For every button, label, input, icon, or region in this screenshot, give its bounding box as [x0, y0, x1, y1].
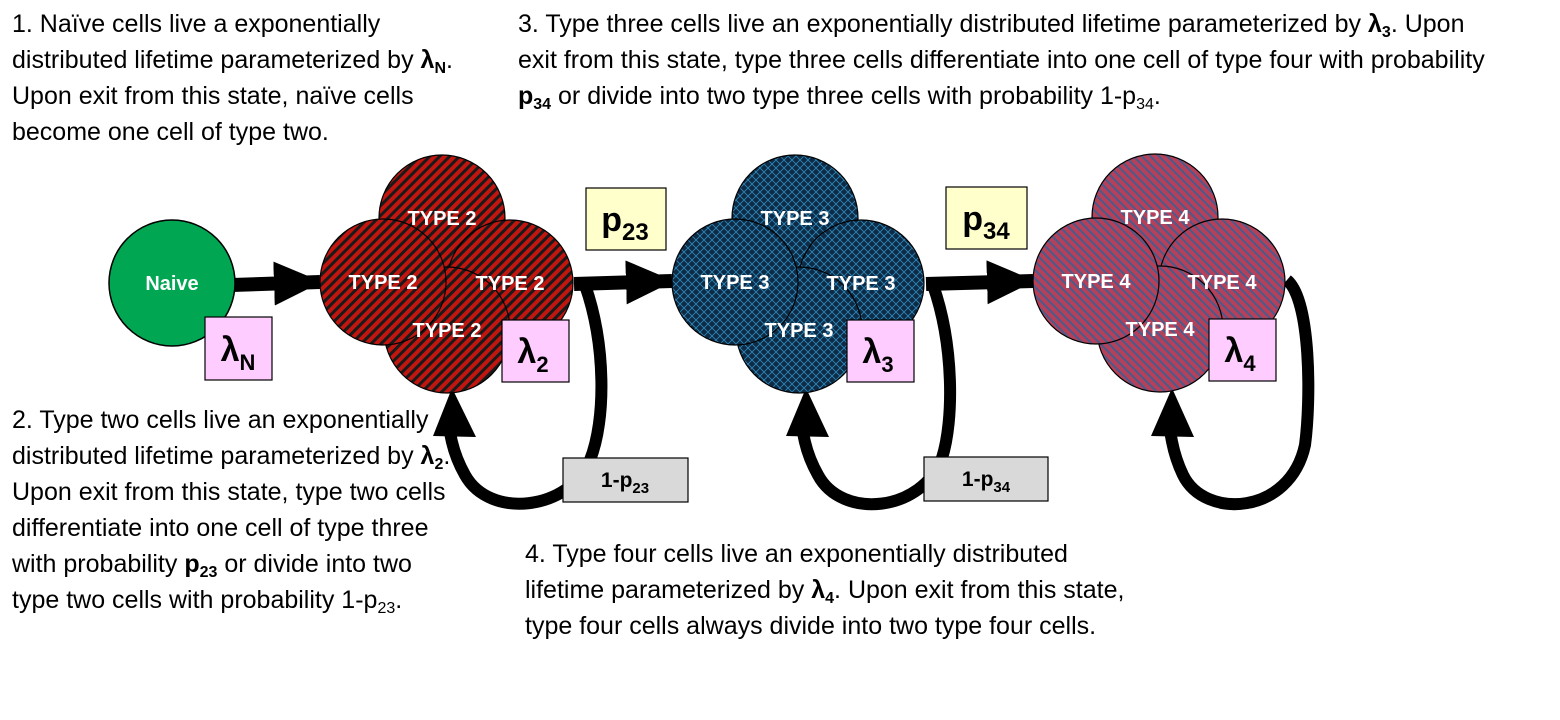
loop-arrowhead-type2 [433, 388, 476, 437]
type4-label-bottom: TYPE 4 [1126, 319, 1196, 341]
type2-label-top: TYPE 2 [408, 208, 477, 230]
type4-cluster: TYPE 4 TYPE 4 TYPE 4 TYPE 4 [1032, 153, 1286, 393]
loop-box-1-p23: 1-p23 [562, 457, 689, 503]
prob-box-p23: p23 [585, 187, 667, 251]
lambda-4-symbol: λ4 [811, 576, 835, 607]
note-1-naive: 1. Naïve cells live a exponentially dist… [12, 10, 453, 146]
svg-text:λ3: λ3 [862, 333, 893, 377]
svg-text:p34: p34 [962, 200, 1010, 245]
lambda-n-symbol: λN [420, 46, 446, 77]
rate-box-lambda-4: λ4 [1208, 318, 1277, 382]
loop-type3 [786, 283, 957, 511]
loop-arrowhead-type3 [786, 388, 829, 437]
type4-label-right: TYPE 4 [1188, 272, 1258, 294]
type2-label-bottom: TYPE 2 [413, 320, 482, 342]
arrow-type3-to-type4 [925, 260, 1035, 305]
loop-arrow-type3 [796, 283, 957, 511]
type3-label-bottom: TYPE 3 [765, 320, 834, 342]
type2-label-right: TYPE 2 [476, 273, 545, 295]
note-4-type-four: 4. Type four cells live an exponentially… [525, 540, 1125, 640]
svg-text:λ2: λ2 [517, 333, 548, 377]
loop-arrow-type4 [1163, 275, 1315, 511]
type2-label-left: TYPE 2 [349, 272, 418, 294]
arrow-type2-to-type3 [573, 260, 674, 305]
svg-text:λ4: λ4 [1224, 332, 1256, 376]
type4-label-left: TYPE 4 [1062, 271, 1132, 293]
type4-label-top: TYPE 4 [1121, 207, 1191, 229]
prob-box-p34: p34 [945, 186, 1028, 250]
type3-label-top: TYPE 3 [761, 208, 830, 230]
rate-box-lambda-n: λN [204, 316, 273, 381]
rate-box-lambda-3: λ3 [846, 319, 915, 383]
svg-text:1-p23: 1-p23 [601, 469, 649, 497]
loop-type4 [1151, 275, 1315, 511]
svg-text:1-p34: 1-p34 [962, 468, 1011, 496]
svg-text:p23: p23 [601, 201, 648, 246]
lambda-3-symbol: λ3 [1368, 10, 1391, 41]
type3-label-right: TYPE 3 [827, 273, 896, 295]
type2-cluster: TYPE 2 TYPE 2 TYPE 2 TYPE 2 [319, 154, 574, 394]
loop-type2 [433, 283, 608, 510]
naive-label: Naive [145, 273, 198, 295]
lambda-2-symbol: λ2 [420, 442, 444, 473]
p34-symbol: p34 [518, 82, 552, 113]
type3-cluster: TYPE 3 TYPE 3 TYPE 3 TYPE 3 [671, 154, 925, 394]
note-2-type-two: 2. Type two cells live an exponentially … [12, 406, 451, 617]
loop-box-1-p34: 1-p34 [923, 456, 1049, 502]
loop-arrow-type2 [443, 283, 608, 510]
arrow-naive-to-type2 [231, 261, 322, 306]
note-3-type-three: 3. Type three cells live an exponentiall… [518, 10, 1485, 113]
type3-label-left: TYPE 3 [701, 272, 770, 294]
rate-box-lambda-2: λ2 [501, 319, 570, 383]
loop-arrowhead-type4 [1151, 388, 1194, 437]
naive-cell: Naive [108, 219, 236, 347]
p23-symbol: p23 [184, 550, 218, 581]
svg-text:λN: λN [221, 331, 256, 375]
